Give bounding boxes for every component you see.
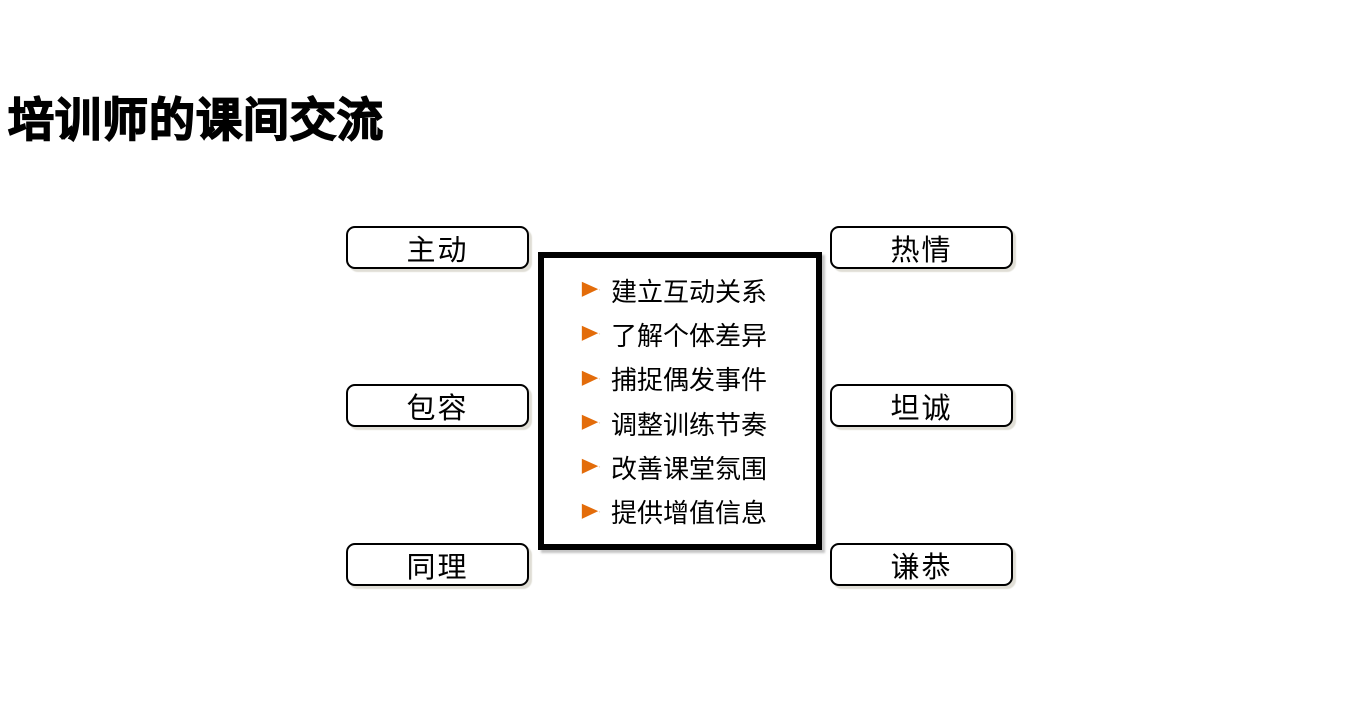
label-text: 主动 <box>406 234 469 267</box>
arrow-bullet-icon <box>581 503 601 522</box>
bullet-item: 捕捉偶发事件 <box>580 360 808 397</box>
arrow-bullet-icon <box>581 370 601 389</box>
arrow-bullet-icon <box>581 459 601 477</box>
bullet-text: 了解个体差异 <box>611 320 768 351</box>
bullet-item: 建立互动关系 <box>580 272 808 309</box>
bullet-text: 提供增值信息 <box>611 498 768 529</box>
label-box-qiangong: 谦恭 <box>830 543 1013 586</box>
label-text: 同理 <box>406 551 469 584</box>
bullet-item: 改善课堂氛围 <box>580 449 808 486</box>
label-text: 谦恭 <box>890 551 953 584</box>
bullet-text: 改善课堂氛围 <box>611 453 768 484</box>
bullet-item: 提供增值信息 <box>580 493 808 530</box>
label-box-tongli: 同理 <box>346 543 529 586</box>
label-text: 包容 <box>406 392 469 425</box>
bullet-text: 调整训练节奏 <box>611 409 768 440</box>
slide-title: 培训师的课间交流 <box>7 93 384 147</box>
arrow-bullet-icon <box>581 414 601 433</box>
bullet-item: 了解个体差异 <box>580 316 808 353</box>
bullet-text: 建立互动关系 <box>611 276 768 307</box>
label-text: 坦诚 <box>890 392 953 425</box>
label-box-reqing: 热情 <box>830 226 1013 269</box>
label-box-zhudong: 主动 <box>346 226 529 269</box>
bullet-text: 捕捉偶发事件 <box>611 365 768 396</box>
label-text: 热情 <box>890 234 953 267</box>
bullet-item: 调整训练节奏 <box>580 405 808 442</box>
center-bullet-box: 建立互动关系 了解个体差异 捕捉偶发事件 调整训练节奏 <box>538 252 822 550</box>
arrow-bullet-icon <box>581 281 601 300</box>
arrow-bullet-icon <box>581 326 601 344</box>
label-box-baorong: 包容 <box>346 384 529 427</box>
label-box-tancheng: 坦诚 <box>830 384 1013 427</box>
